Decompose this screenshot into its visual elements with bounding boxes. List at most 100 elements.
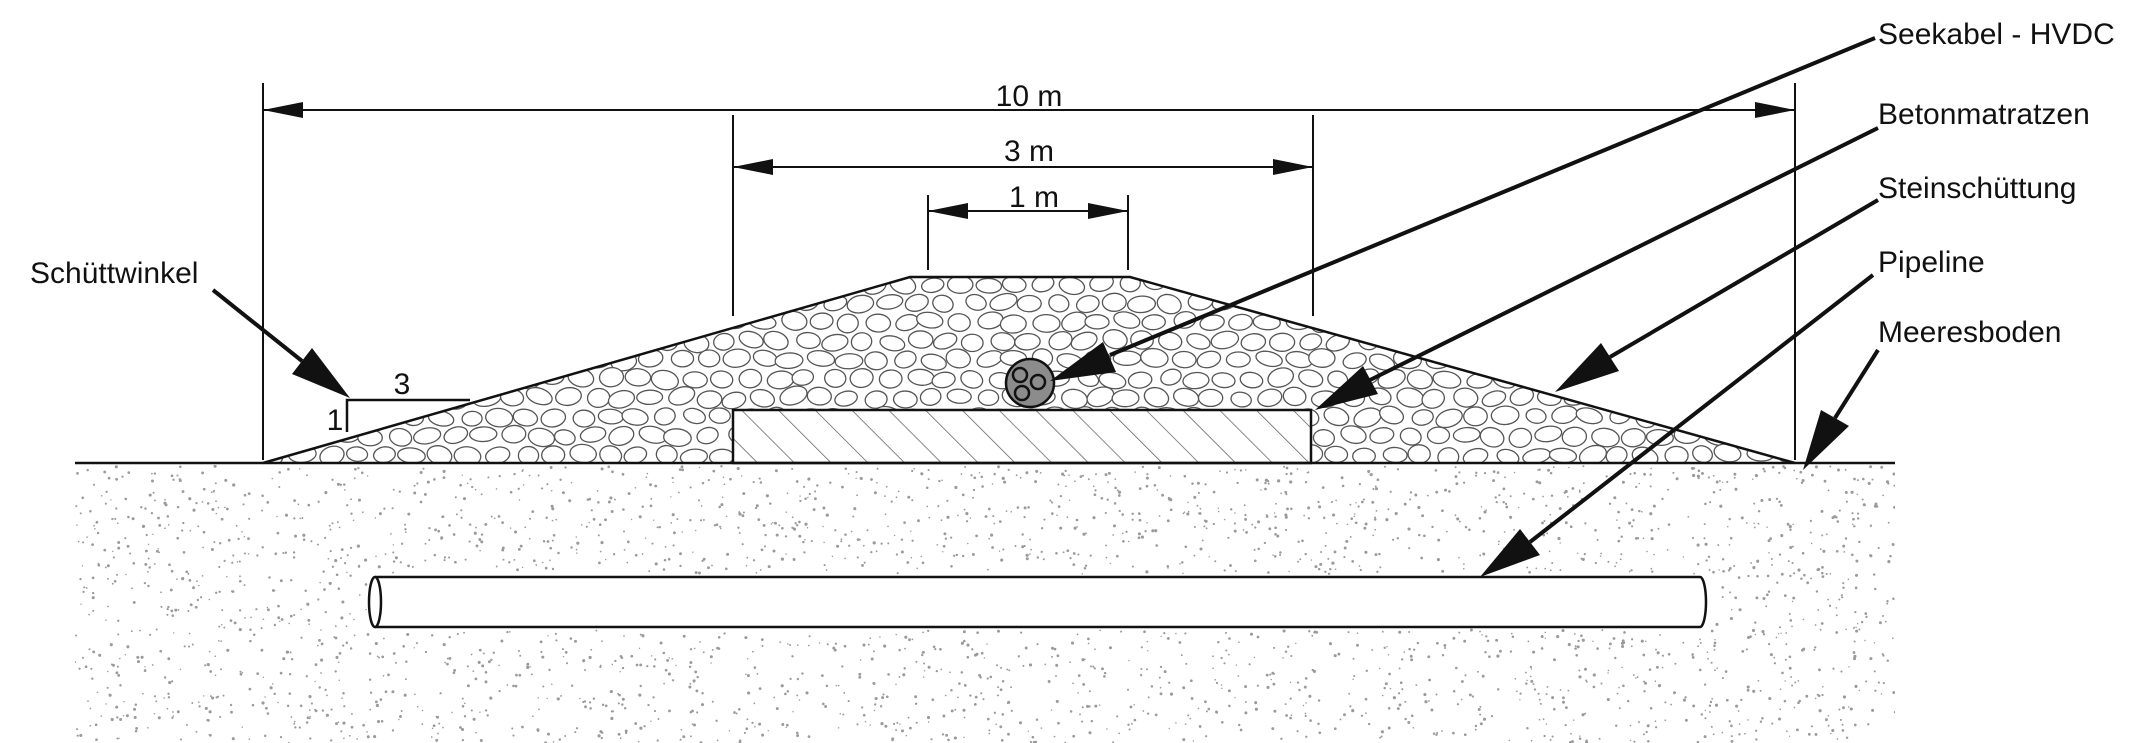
sediment-dot [1559, 569, 1562, 572]
sediment-dot [163, 676, 167, 679]
sediment-dot [861, 706, 864, 709]
sediment-dot [338, 679, 340, 682]
sediment-dot [1892, 472, 1895, 476]
sediment-dot [466, 665, 469, 668]
sediment-dot [564, 651, 568, 654]
sediment-dot [1541, 521, 1544, 525]
stone [1773, 293, 1795, 312]
sediment-dot [1410, 714, 1414, 718]
sediment-dot [1463, 563, 1465, 565]
sediment-dot [1889, 554, 1892, 558]
sediment-dot [1526, 679, 1528, 682]
sediment-dot [1708, 704, 1712, 707]
sediment-dot [454, 496, 457, 499]
sediment-dot [961, 554, 965, 558]
sediment-dot [843, 644, 847, 648]
sediment-dot [341, 600, 345, 604]
sediment-dot [194, 605, 198, 609]
sediment-dot [1606, 697, 1610, 702]
sediment-dot [1251, 523, 1254, 526]
sediment-dot [299, 517, 302, 520]
sediment-dot [1006, 668, 1009, 671]
sediment-dot [158, 551, 161, 554]
sediment-dot [392, 571, 394, 574]
sediment-dot [1478, 517, 1482, 520]
sediment-dot [1428, 678, 1431, 682]
sediment-dot [927, 629, 930, 633]
sediment-dot [576, 552, 578, 554]
sediment-dot [862, 544, 865, 547]
sediment-dot [512, 684, 515, 688]
sediment-dot [484, 680, 488, 684]
sediment-dot [1203, 525, 1206, 528]
sediment-dot [1035, 718, 1039, 721]
sediment-dot [1244, 517, 1248, 521]
sediment-dot [544, 566, 548, 570]
sediment-dot [373, 735, 377, 739]
sediment-dot [219, 715, 222, 718]
sediment-dot [1115, 554, 1119, 558]
sediment-dot [996, 694, 1000, 697]
sediment-dot [1089, 665, 1093, 668]
sediment-dot [1850, 490, 1854, 494]
sediment-dot [1721, 586, 1725, 589]
sediment-dot [1654, 680, 1657, 682]
sediment-dot [529, 517, 532, 520]
sediment-dot [1754, 621, 1757, 624]
sediment-dot [617, 732, 621, 736]
sediment-dot [1279, 551, 1282, 554]
sediment-dot [988, 537, 991, 540]
sediment-dot [1482, 552, 1486, 556]
sediment-dot [872, 541, 876, 545]
sediment-dot [911, 539, 914, 542]
sediment-dot [1650, 567, 1653, 570]
sediment-dot [1317, 567, 1321, 571]
sediment-dot [1802, 647, 1806, 651]
sediment-dot [290, 716, 293, 718]
sediment-dot [647, 703, 650, 707]
sediment-dot [1816, 568, 1820, 572]
sediment-dot [166, 607, 169, 611]
sediment-dot [1768, 552, 1770, 554]
sediment-dot [479, 549, 481, 552]
sediment-dot [564, 466, 567, 469]
sediment-dot [320, 629, 322, 631]
sediment-dot [1345, 539, 1349, 543]
sediment-dot [320, 658, 324, 662]
sediment-dot [522, 484, 525, 486]
stone [1761, 425, 1786, 444]
sediment-dot [1692, 473, 1696, 478]
stone [1603, 292, 1632, 313]
sediment-dot [521, 566, 524, 569]
sediment-dot [805, 691, 809, 695]
sediment-dot [1379, 566, 1382, 569]
sediment-dot [1127, 540, 1130, 543]
sediment-dot [1443, 488, 1448, 492]
sediment-dot [1724, 670, 1728, 673]
sediment-dot [366, 633, 370, 636]
sediment-dot [1628, 521, 1632, 525]
sediment-dot [1623, 631, 1626, 634]
sediment-dot [122, 714, 125, 717]
sediment-dot [117, 546, 121, 550]
sediment-dot [1025, 471, 1029, 475]
sediment-dot [1084, 564, 1088, 567]
sediment-dot [1699, 638, 1701, 641]
sediment-dot [804, 497, 807, 501]
sediment-dot [1183, 511, 1186, 513]
sediment-dot [1167, 567, 1169, 569]
sediment-dot [1869, 554, 1873, 558]
sediment-dot [179, 738, 182, 741]
sediment-dot [1831, 728, 1835, 733]
sediment-dot [115, 671, 119, 675]
sediment-dot [1553, 707, 1556, 711]
sediment-dot [711, 648, 714, 651]
sediment-dot [692, 551, 694, 553]
sediment-dot [760, 548, 764, 552]
sediment-dot [1289, 472, 1293, 475]
sediment-dot [390, 533, 392, 535]
sediment-dot [471, 485, 474, 489]
stone [947, 313, 971, 333]
sediment-dot [1025, 553, 1029, 557]
sediment-dot [725, 515, 728, 518]
